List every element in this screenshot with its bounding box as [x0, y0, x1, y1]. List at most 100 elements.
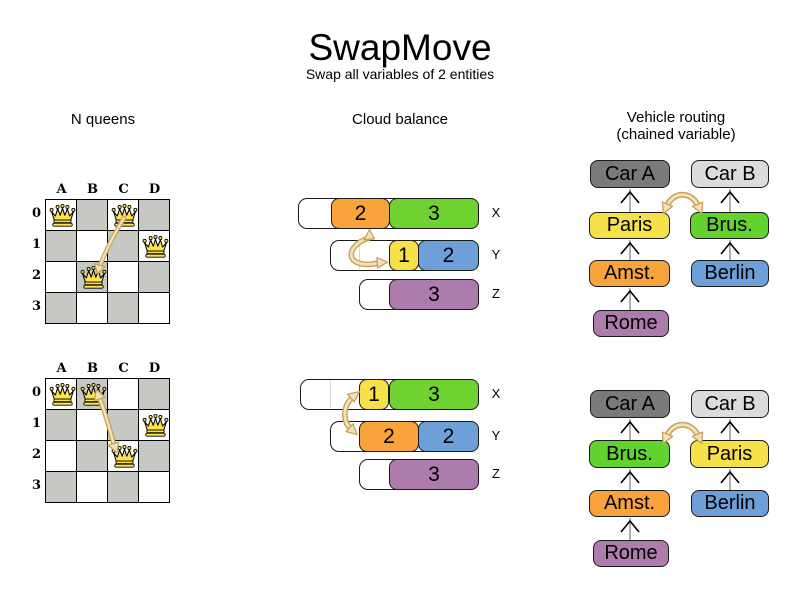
- queen-icon: [111, 445, 138, 468]
- vehicle-box-city: Berlin: [691, 260, 769, 287]
- computer-label: Z: [492, 286, 500, 301]
- section-label-vehicle: Vehicle routing: [626, 109, 726, 126]
- vehicle-box-label: Car A: [604, 392, 656, 415]
- vehicle-box-label: Paris: [706, 442, 753, 465]
- queen-icon: [49, 383, 76, 406]
- board-grid: [45, 378, 170, 503]
- vehicle-box-city: Rome: [593, 310, 669, 337]
- vehicle-box-label: Amst.: [603, 262, 656, 284]
- row-label: 3: [31, 299, 41, 314]
- queen-icon: [80, 383, 107, 406]
- board-cell: [108, 262, 139, 293]
- board-cell: [77, 441, 108, 472]
- vehicle-box-label: Rome: [604, 312, 658, 334]
- process-block: 2: [359, 421, 419, 452]
- vehicle-box-label: Berlin: [704, 262, 756, 284]
- process-block: 1: [359, 379, 389, 410]
- board-cell: [139, 441, 170, 472]
- vehicle-box-city: Berlin: [691, 490, 769, 517]
- process-value: 1: [398, 243, 410, 267]
- col-label: B: [87, 361, 98, 376]
- process-value: 1: [368, 382, 380, 406]
- process-block: 3: [389, 459, 479, 490]
- process-block: 3: [389, 198, 479, 229]
- process-value: 3: [428, 462, 440, 486]
- vehicle-box-car-b: Car B: [691, 390, 769, 418]
- page-title: SwapMove: [308, 27, 492, 68]
- vehicle-box-car-b: Car B: [691, 160, 769, 188]
- row-label: 0: [31, 206, 41, 221]
- queen-icon: [80, 266, 107, 289]
- vehicle-box-city: Amst.: [589, 490, 670, 517]
- col-label: A: [56, 182, 67, 197]
- board-cell: [46, 262, 77, 293]
- col-label: A: [56, 361, 67, 376]
- board-grid: [45, 199, 170, 324]
- vehicle-box-city: Rome: [593, 540, 669, 567]
- col-label: D: [148, 182, 161, 197]
- swap-arrow-icon: [661, 191, 704, 215]
- nqueens-board-before: A B C D 0 1 2 3: [32, 182, 170, 324]
- board-cell: [139, 379, 170, 410]
- section-label-cloud: Cloud balance: [352, 111, 448, 128]
- vehicle-box-label: Car B: [704, 392, 756, 415]
- board-cell: [108, 293, 139, 324]
- process-block: 1: [389, 240, 419, 271]
- vehicle-box-car-a: Car A: [590, 390, 670, 418]
- queen-icon: [142, 235, 169, 258]
- board-cell: [46, 441, 77, 472]
- col-label: C: [118, 182, 129, 197]
- capacity-guide-line: [359, 242, 360, 269]
- process-block: 2: [418, 240, 479, 271]
- vehicle-box-label: Rome: [604, 542, 658, 564]
- process-value: 3: [428, 201, 440, 225]
- board-cell: [46, 410, 77, 441]
- process-value: 2: [354, 201, 367, 225]
- board-cell: [77, 293, 108, 324]
- row-label: 1: [31, 416, 41, 431]
- board-cell: [46, 293, 77, 324]
- board-cell: [77, 231, 108, 262]
- section-label-nqueens: N queens: [70, 111, 136, 128]
- board-cell: [139, 200, 170, 231]
- board-cell: [77, 200, 108, 231]
- process-value: 2: [442, 243, 455, 267]
- vehicle-box-city: Paris: [690, 440, 769, 468]
- process-value: 3: [428, 382, 440, 406]
- board-cell: [46, 472, 77, 503]
- chain-arrow-icon: [620, 189, 740, 310]
- vehicle-box-car-a: Car A: [590, 160, 670, 188]
- vehicle-box-label: Amst.: [603, 492, 656, 514]
- queen-icon: [49, 204, 76, 227]
- row-label: 2: [31, 447, 41, 462]
- capacity-guide-line: [330, 381, 331, 408]
- process-block: 3: [389, 379, 479, 410]
- col-label: B: [87, 182, 98, 197]
- vehicle-box-label: Berlin: [704, 492, 756, 514]
- board-cell: [139, 293, 170, 324]
- page-subtitle: Swap all variables of 2 entities: [305, 66, 495, 82]
- vehicle-box-label: Car A: [604, 162, 656, 185]
- board-cell: [108, 231, 139, 262]
- row-label: 0: [31, 385, 41, 400]
- process-block: 2: [331, 198, 390, 229]
- section-sublabel-vehicle: (chained variable): [616, 126, 736, 143]
- queen-icon: [111, 204, 138, 227]
- board-cell: [77, 472, 108, 503]
- process-block: 2: [418, 421, 479, 452]
- board-cell: [108, 379, 139, 410]
- board-cell: [139, 472, 170, 503]
- vehicle-box-label: Car B: [704, 162, 756, 185]
- board-cell: [108, 472, 139, 503]
- computer-label: X: [491, 386, 501, 401]
- col-label: C: [118, 361, 129, 376]
- computer-label: X: [491, 205, 501, 220]
- board-cell: [46, 231, 77, 262]
- process-value: 2: [442, 424, 455, 448]
- row-label: 1: [31, 237, 41, 252]
- board-cell: [77, 410, 108, 441]
- vehicle-box-city: Brus.: [589, 440, 670, 468]
- vehicle-box-label: Brus.: [606, 442, 653, 465]
- row-label: 2: [31, 268, 41, 283]
- computer-label: Z: [492, 466, 500, 481]
